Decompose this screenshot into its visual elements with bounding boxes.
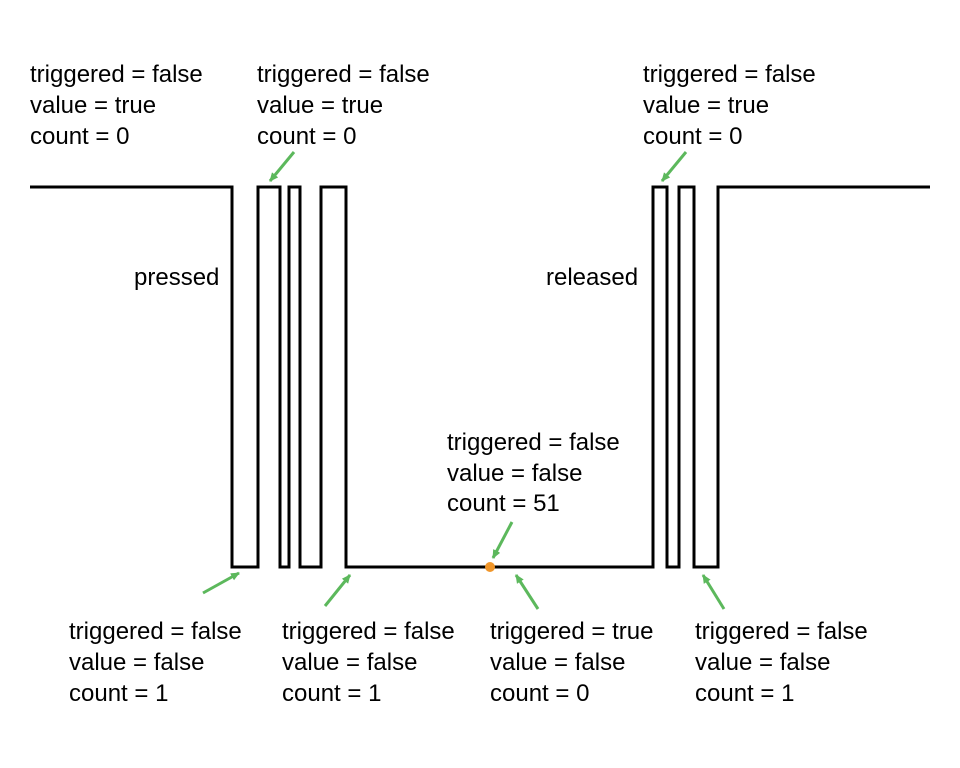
annotation-count: count = 0 bbox=[490, 680, 589, 707]
annotation-bottom-1: triggered = false value = false count = … bbox=[69, 618, 242, 707]
arrow-top-3 bbox=[660, 151, 688, 182]
annotation-top-3: triggered = false value = true count = 0 bbox=[643, 61, 816, 150]
annotation-value: value = false bbox=[282, 649, 417, 676]
released-label: released bbox=[546, 264, 638, 291]
arrow-bottom-4 bbox=[701, 574, 726, 610]
annotation-top-1: triggered = false value = true count = 0 bbox=[30, 61, 203, 150]
annotation-triggered: triggered = false bbox=[282, 618, 455, 645]
arrow-middle bbox=[491, 521, 514, 559]
annotation-count: count = 1 bbox=[695, 680, 794, 707]
annotation-bottom-2: triggered = false value = false count = … bbox=[282, 618, 455, 707]
signal-waveform bbox=[30, 185, 930, 569]
arrow-bottom-1 bbox=[202, 571, 240, 595]
annotation-bottom-4: triggered = false value = false count = … bbox=[695, 618, 868, 707]
sample-point-marker bbox=[485, 562, 495, 572]
annotation-value: value = true bbox=[643, 92, 769, 119]
annotation-count: count = 0 bbox=[643, 123, 742, 150]
annotation-top-2: triggered = false value = true count = 0 bbox=[257, 61, 430, 150]
annotation-value: value = false bbox=[447, 460, 582, 487]
annotation-value: value = false bbox=[695, 649, 830, 676]
annotation-triggered: triggered = false bbox=[643, 61, 816, 88]
annotation-bottom-3: triggered = true value = false count = 0 bbox=[490, 618, 653, 707]
annotation-middle: triggered = false value = false count = … bbox=[447, 429, 620, 517]
annotation-count: count = 0 bbox=[257, 123, 356, 150]
annotation-value: value = true bbox=[257, 92, 383, 119]
arrow-top-2 bbox=[268, 151, 296, 182]
arrow-bottom-2 bbox=[323, 574, 352, 607]
annotation-value: value = true bbox=[30, 92, 156, 119]
annotation-triggered: triggered = false bbox=[695, 618, 868, 645]
arrow-bottom-3 bbox=[514, 574, 540, 610]
annotation-triggered: triggered = false bbox=[69, 618, 242, 645]
annotation-triggered: triggered = false bbox=[257, 61, 430, 88]
annotation-count: count = 0 bbox=[30, 123, 129, 150]
annotation-count: count = 51 bbox=[447, 490, 560, 517]
annotation-triggered: triggered = true bbox=[490, 618, 653, 645]
annotation-value: value = false bbox=[69, 649, 204, 676]
annotation-count: count = 1 bbox=[282, 680, 381, 707]
annotation-count: count = 1 bbox=[69, 680, 168, 707]
pressed-label: pressed bbox=[134, 264, 219, 291]
annotation-triggered: triggered = false bbox=[447, 429, 620, 456]
annotation-triggered: triggered = false bbox=[30, 61, 203, 88]
annotation-value: value = false bbox=[490, 649, 625, 676]
